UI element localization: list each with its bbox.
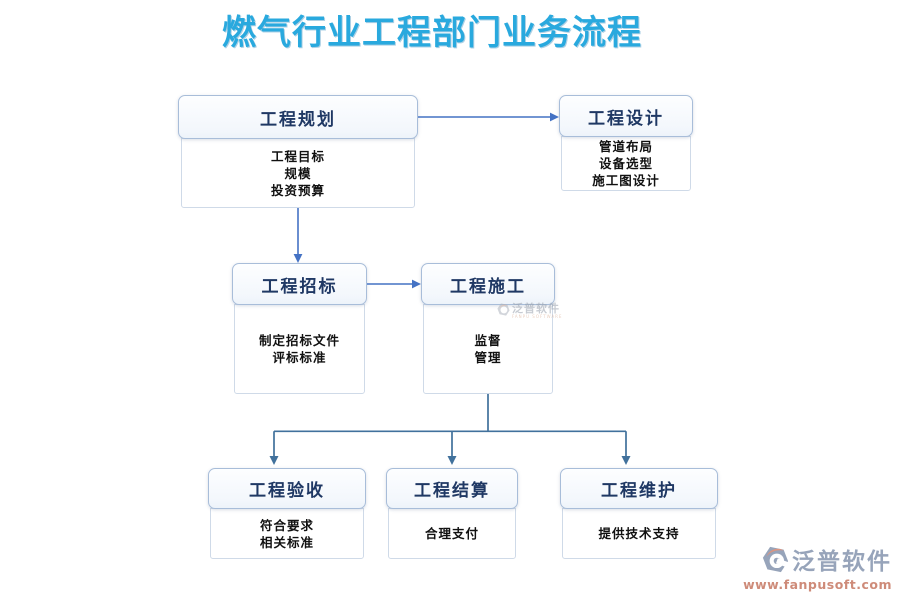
node-settlement: 工程结算 合理支付 (386, 468, 518, 559)
node-design: 工程设计 管道布局 设备选型 施工图设计 (559, 95, 693, 191)
node-bidding-details: 制定招标文件 评标标准 (234, 304, 365, 394)
node-planning: 工程规划 工程目标 规模 投资预算 (178, 95, 418, 208)
node-acceptance-header: 工程验收 (208, 468, 366, 509)
node-construction: 工程施工 监督 管理 (421, 263, 555, 394)
connector-construction-tree (273, 394, 627, 457)
arrowhead-right-icon (412, 279, 421, 289)
arrowhead-down-icon (621, 456, 631, 465)
node-design-header: 工程设计 (559, 95, 693, 137)
node-acceptance: 工程验收 符合要求 相关标准 (208, 468, 366, 559)
brand-logo: 泛普软件 www.fanpusoft.com (743, 542, 892, 592)
node-bidding-header: 工程招标 (232, 263, 367, 305)
brand-url: www.fanpusoft.com (743, 577, 892, 592)
watermark-brand: 泛普软件 (512, 302, 560, 315)
node-maintenance: 工程维护 提供技术支持 (560, 468, 718, 559)
arrowhead-down-icon (447, 456, 457, 465)
node-settlement-header: 工程结算 (386, 468, 518, 509)
watermark-subtext: FANPU SOFTWARE (512, 314, 563, 319)
arrowhead-right-icon (550, 112, 559, 122)
node-acceptance-details: 符合要求 相关标准 (210, 508, 364, 559)
page-title: 燃气行业工程部门业务流程 (222, 13, 642, 53)
node-planning-header: 工程规划 (178, 95, 418, 139)
node-bidding: 工程招标 制定招标文件 评标标准 (232, 263, 367, 394)
fanpu-logo-icon (497, 303, 510, 316)
node-construction-header: 工程施工 (421, 263, 555, 305)
node-maintenance-details: 提供技术支持 (562, 508, 716, 559)
node-planning-details: 工程目标 规模 投资预算 (181, 138, 415, 208)
brand-name: 泛普软件 (792, 549, 892, 575)
arrowhead-down-icon (293, 254, 303, 263)
watermark-construction: 泛普软件 FANPU SOFTWARE (497, 303, 562, 319)
arrowhead-down-icon (269, 456, 279, 465)
node-maintenance-header: 工程维护 (560, 468, 718, 509)
node-design-details: 管道布局 设备选型 施工图设计 (561, 136, 691, 191)
node-settlement-details: 合理支付 (388, 508, 516, 559)
fanpu-logo-icon (762, 546, 789, 572)
